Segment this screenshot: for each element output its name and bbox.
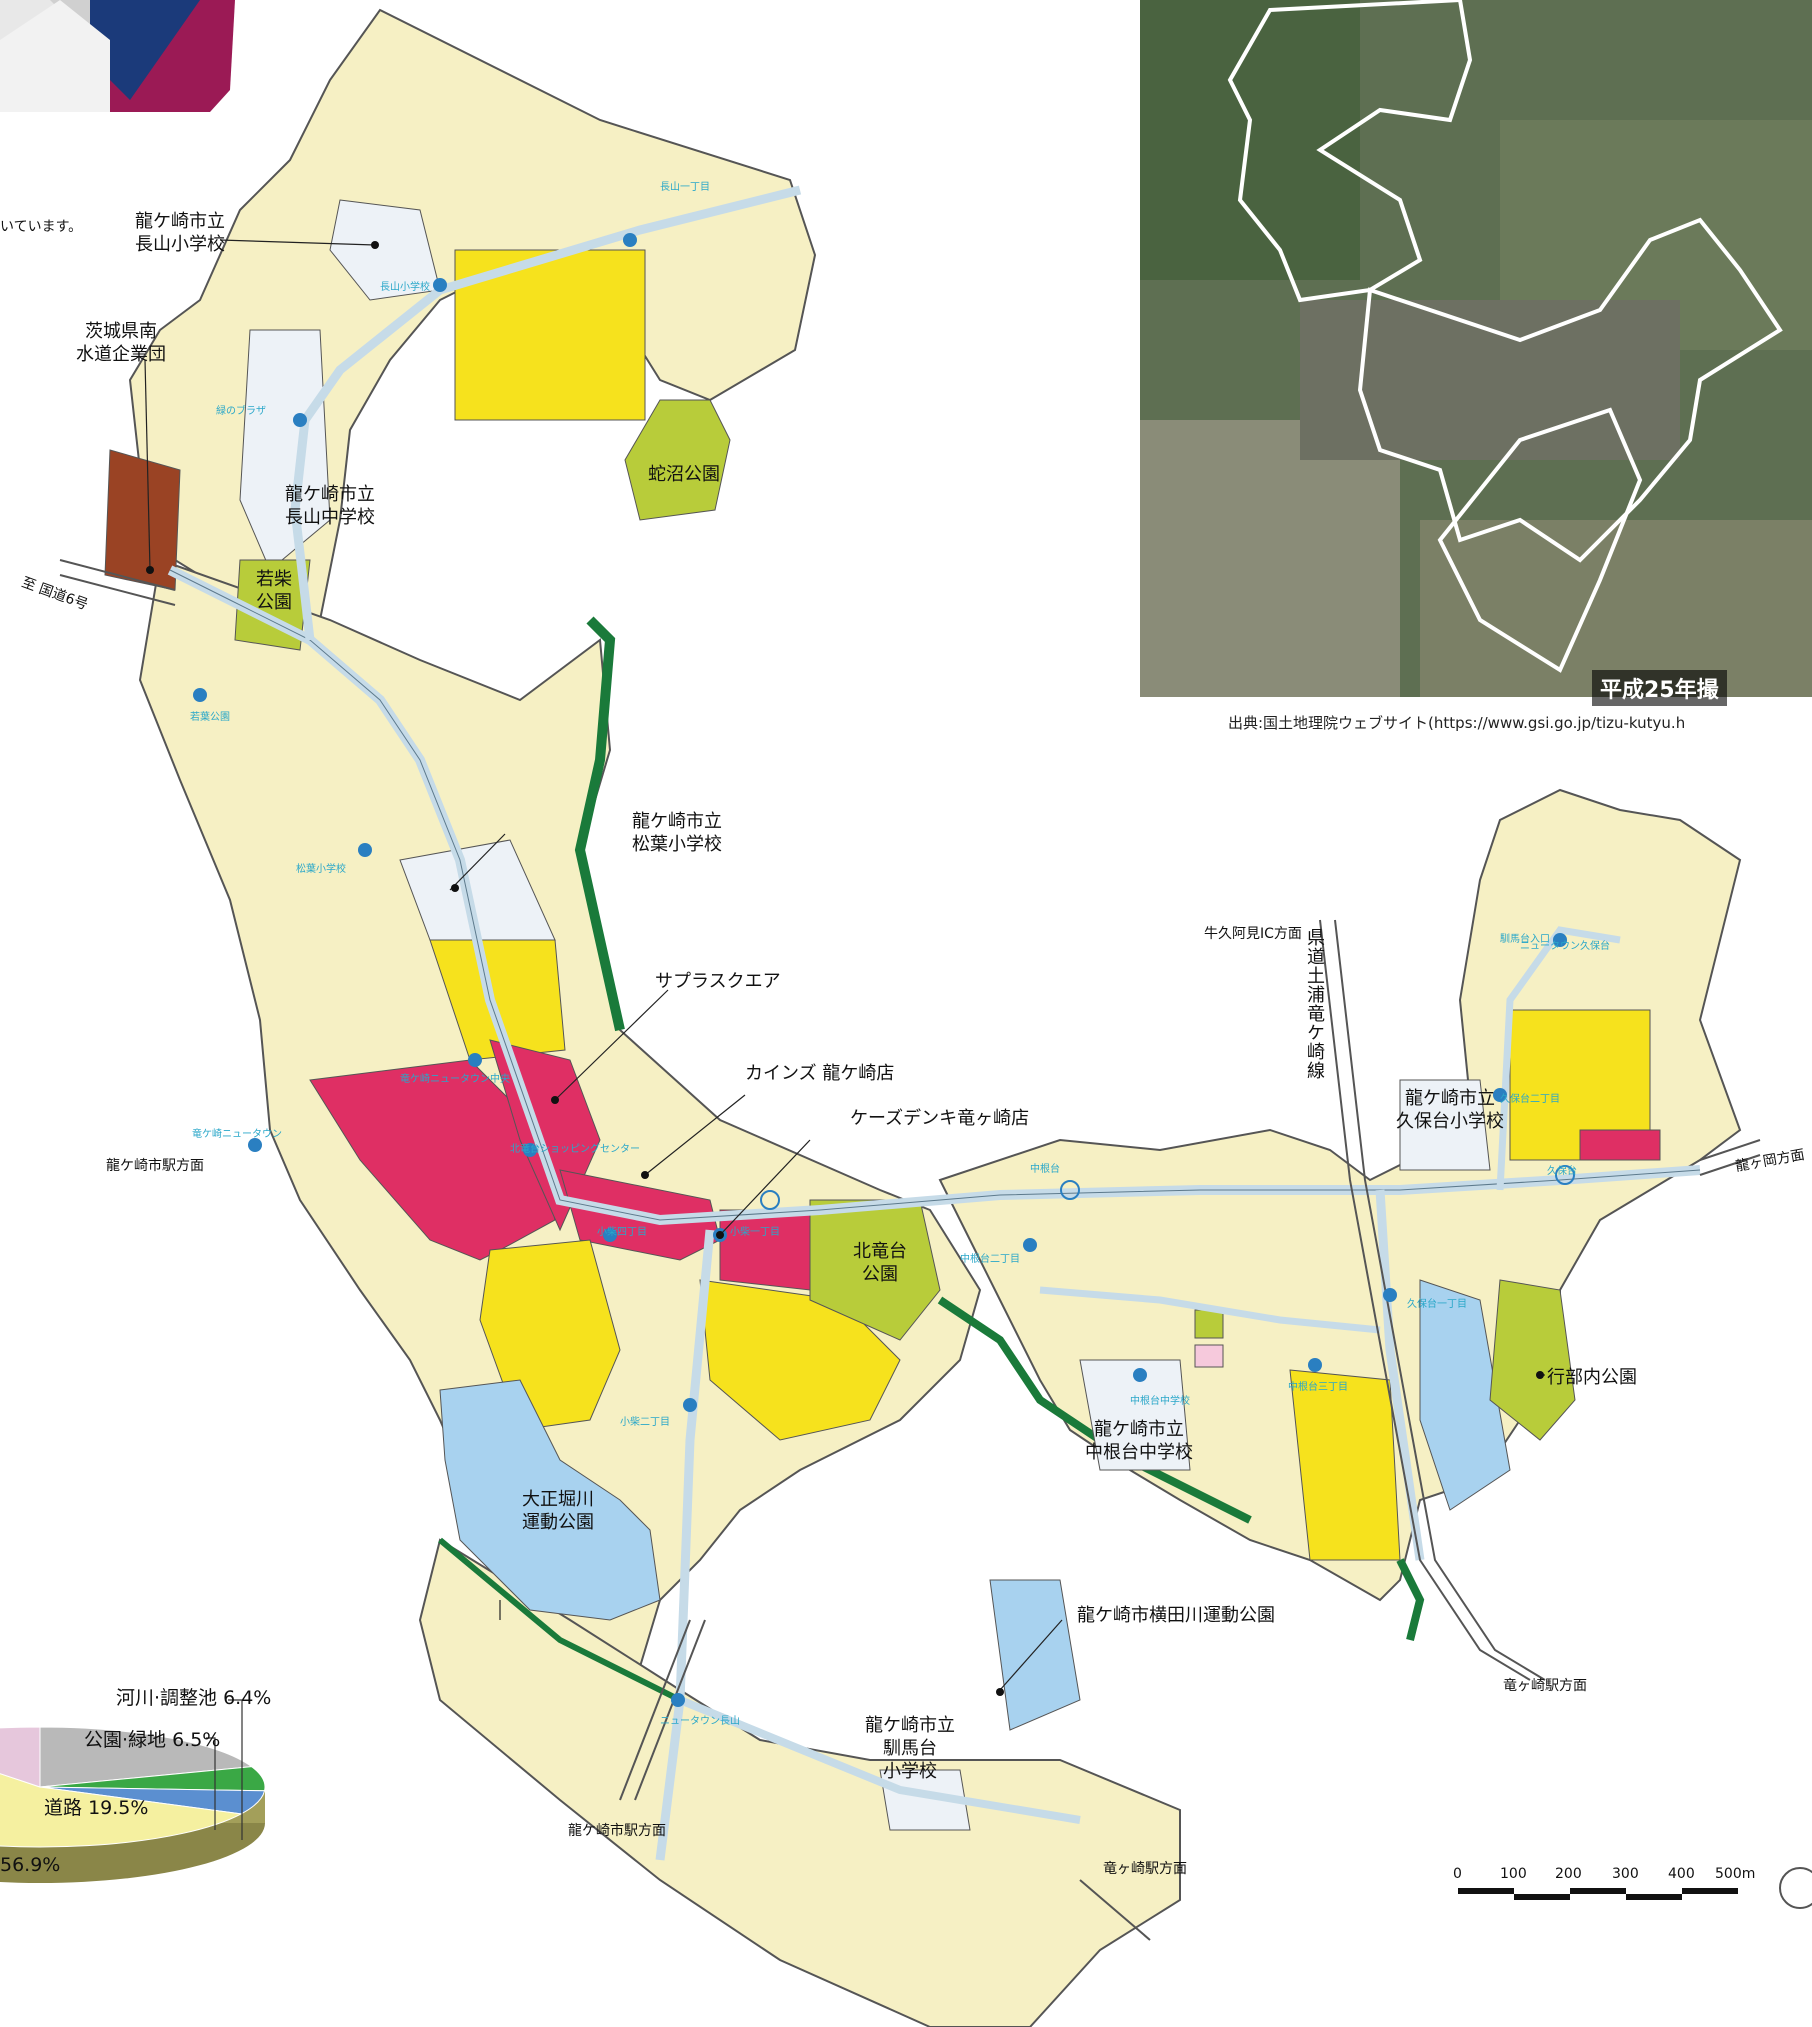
label-nagayama-elementary: 龍ケ崎市立長山小学校 [135,211,225,255]
label-wakashiba-park: 若柴公園 [256,569,292,613]
pie-label-road: 道路 19.5% [44,1797,149,1819]
pie-leader [228,1699,243,1840]
label-matsuba-elementary: 龍ケ崎市立松葉小学校 [632,811,722,855]
bus-stop-label: 小柴二丁目 [620,1417,670,1428]
bus-stops [193,233,1575,1707]
bus-stop-label: 久保台 [1547,1166,1577,1177]
scale-tick-100: 100 [1500,1866,1527,1882]
label-saplasquare: サプラスクエア [655,971,781,992]
label-prefectural-road: 県道土浦竜ケ崎線 [1304,928,1325,1080]
caption-fragment: いています。 [0,219,83,235]
pie-label-river: 河川·調整池 6.4% [116,1687,272,1709]
label-ksdenki: ケーズデンキ竜ヶ崎店 [850,1108,1030,1129]
label-cainz: カインズ 龍ケ崎店 [745,1063,895,1084]
label-jyanuma-park: 蛇沼公園 [648,464,720,485]
scale-tick-0: 0 [1453,1866,1462,1882]
label-ushiku-ami-ic: 牛久阿見IC方面 [1204,926,1302,942]
land-use-pie-chart [0,1699,266,1883]
bus-stop-label: 小柴一丁目 [730,1227,780,1238]
scale-tick-200: 200 [1555,1866,1582,1882]
brand-logo [0,0,235,112]
bus-stop-label: 久保台一丁目 [1407,1299,1467,1310]
bus-stop-label: 中根台中学校 [1130,1396,1190,1407]
label-ryugasakishi-station-west: 龍ケ崎市駅方面 [106,1158,204,1174]
pie-slice-0 [39,1726,254,1788]
pie-label-residential: 56.9% [0,1854,61,1876]
label-kubodai-elementary: 龍ケ崎市立久保台小学校 [1396,1088,1504,1132]
bus-stop-label: 馴馬台入口 [1500,934,1550,945]
bus-stop-label: 緑のブラザ [216,406,266,417]
label-kitaryugadai-park: 北竜台公園 [853,1241,907,1285]
label-gyobuuchi-park: 行部内公園 [1547,1367,1637,1388]
label-yokotagawa-park: 龍ケ崎市横田川運動公園 [1077,1605,1275,1626]
bus-stop-label: 久保台二丁目 [1500,1094,1560,1105]
pie-slice-3 [0,1773,243,1848]
label-nagayama-junior-high: 龍ケ崎市立長山中学校 [285,484,375,528]
bus-stop-label: 中根台三丁目 [1288,1382,1348,1393]
bus-stop-label: 竜ケ崎ニュータウン中央 [400,1074,510,1085]
scale-bar [1458,1867,1812,1909]
bus-stop-label: 中根台二丁目 [960,1254,1020,1265]
scale-tick-500m: 500m [1715,1866,1756,1882]
label-taisho-horikawa-park: 大正堀川運動公園 [522,1489,594,1533]
bus-stop-label: ニュータウン長山 [660,1716,740,1727]
bus-stop-label: 竜ケ崎ニュータウン [192,1129,282,1140]
bus-stop-label: 長山一丁目 [660,182,710,193]
photo-caption: 平成25年撮 [1592,670,1727,706]
label-ryugasaki-station-2: 竜ヶ崎駅方面 [1103,1861,1187,1877]
aerial-photo [1140,0,1812,697]
scale-tick-300: 300 [1612,1866,1639,1882]
bus-stop-label: 北竜台ショッピングセンター [510,1144,640,1155]
scale-tick-400: 400 [1668,1866,1695,1882]
label-ryugasaki-station-1: 竜ヶ崎駅方面 [1503,1678,1587,1694]
label-haibadai-elementary: 龍ケ崎市立馴馬台小学校 [865,1715,955,1782]
bus-stop-label: 若葉公園 [190,712,230,723]
bus-stop-label: 小柴四丁目 [597,1227,647,1238]
bus-stop-label: 長山小学校 [380,282,430,293]
label-water-supply: 茨城県南水道企業団 [76,321,166,365]
bus-stop-label: ニュータウン久保台 [1520,941,1610,952]
pie-label-park: 公園·緑地 6.5% [84,1729,221,1751]
label-ryugasakishi-station-south: 龍ケ崎市駅方面 [568,1823,666,1839]
bus-stop-label: 松葉小学校 [296,864,346,875]
pie-leader [206,1737,216,1830]
pie-slice-4 [0,1726,41,1788]
bus-stop-label: 中根台 [1030,1164,1060,1175]
label-nakanedai-junior-high: 龍ケ崎市立中根台中学校 [1085,1419,1193,1463]
photo-source: 出典:国土地理院ウェブサイト(https://www.gsi.go.jp/tiz… [1228,714,1686,732]
